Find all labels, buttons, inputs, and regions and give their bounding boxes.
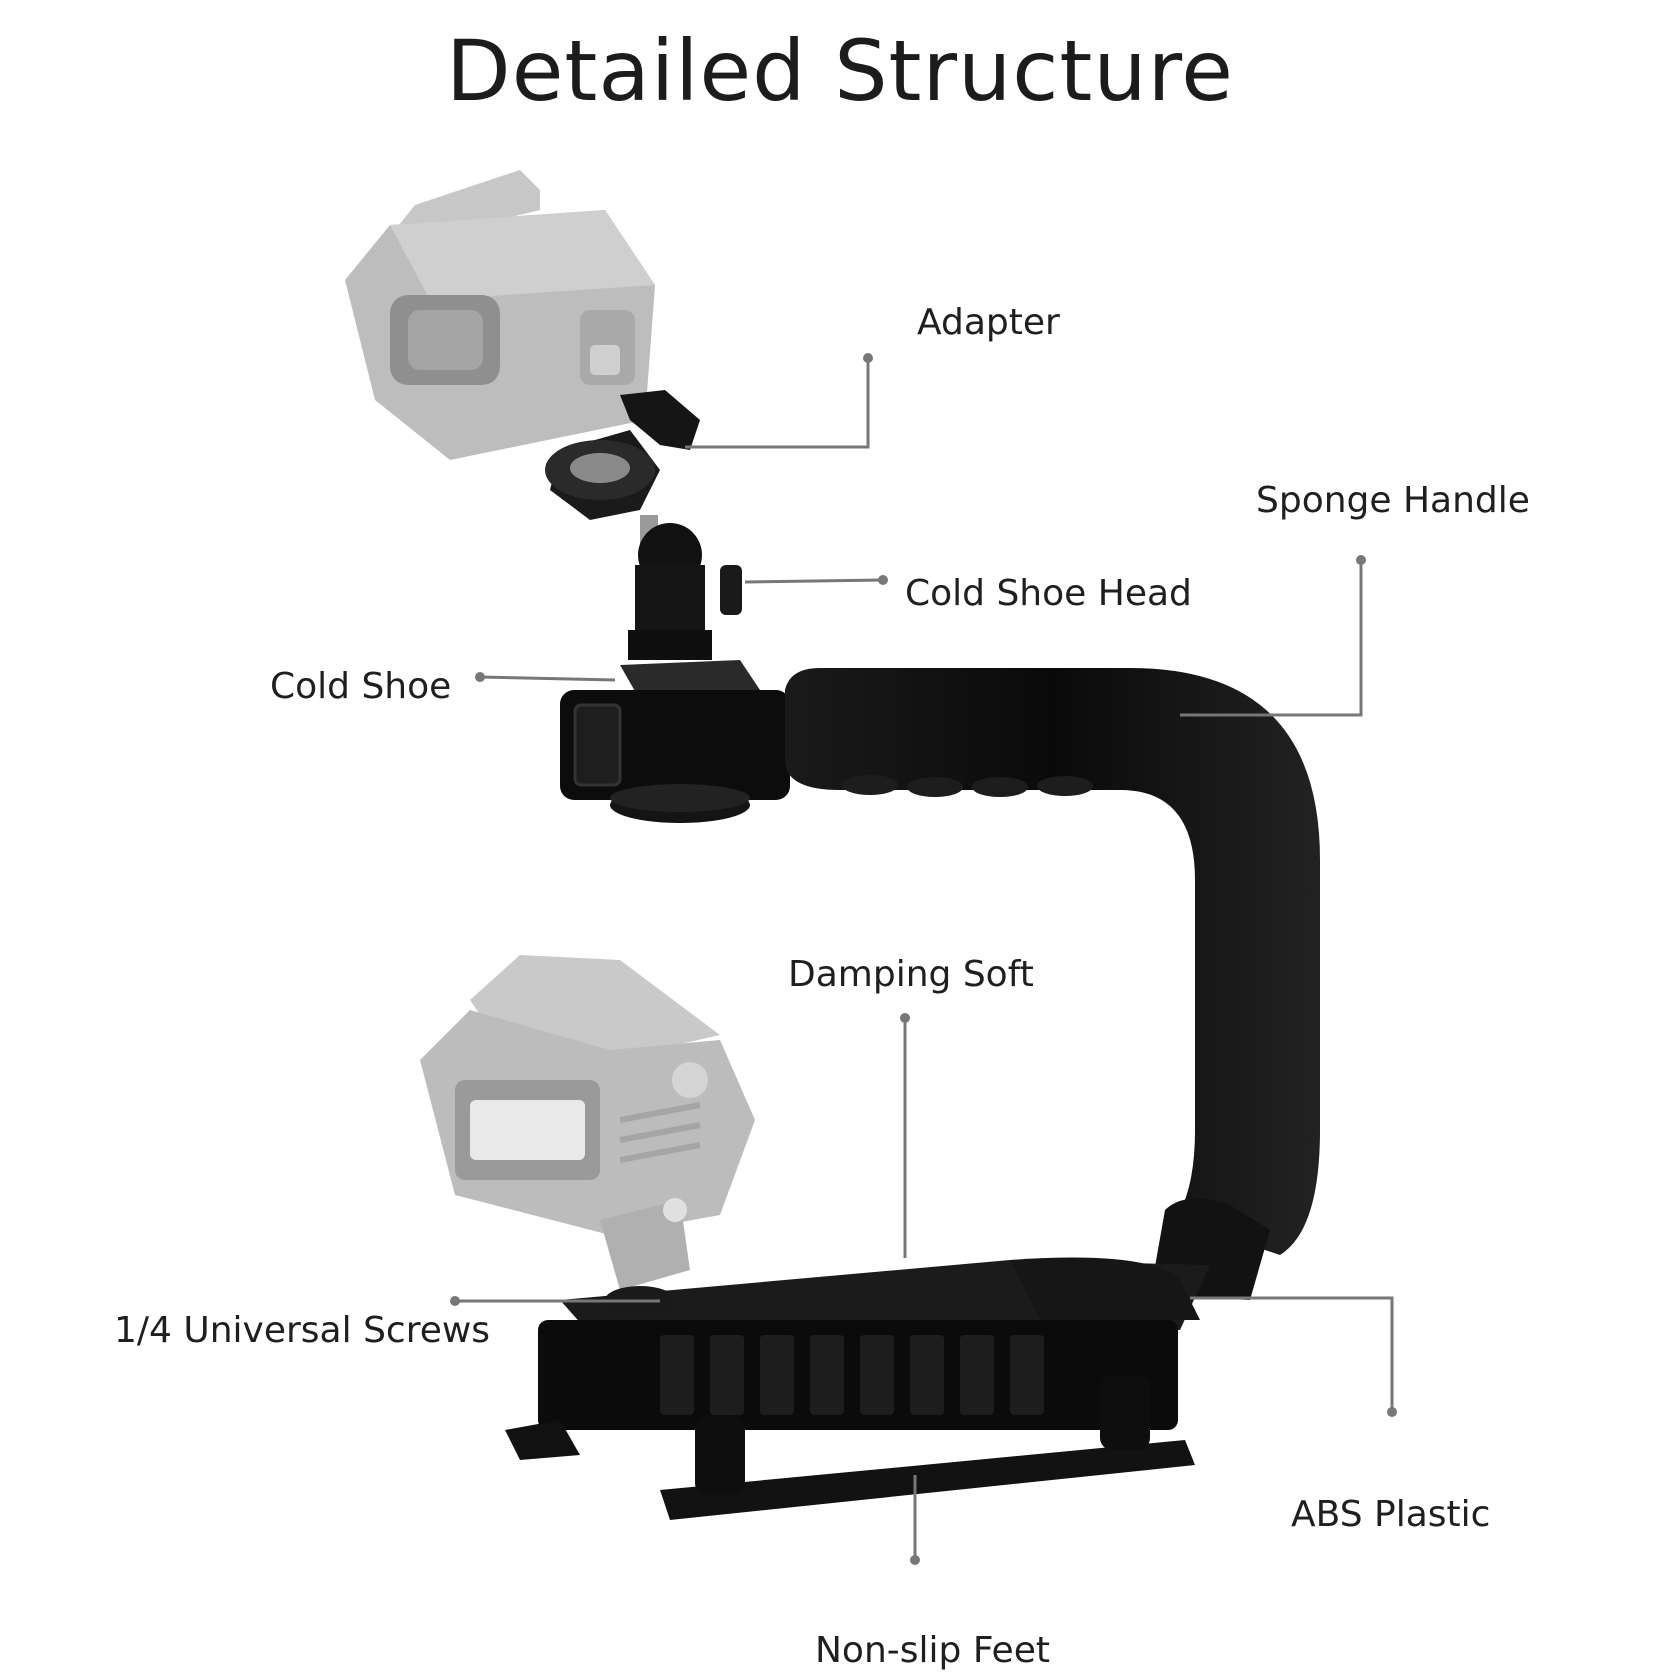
- cold-shoe-head: [628, 523, 742, 660]
- label-cold-shoe: Cold Shoe: [270, 666, 452, 707]
- label-abs-plastic: ABS Plastic: [1291, 1494, 1491, 1535]
- non-slip-feet: [660, 1375, 1195, 1520]
- page-title: Detailed Structure: [446, 22, 1234, 120]
- cold-shoe-head-leader: [744, 578, 884, 584]
- led-light-illustration: [420, 955, 755, 1290]
- adapter-leader: [685, 358, 870, 449]
- cold-shoe-leader: [479, 675, 616, 682]
- label-damping-soft: Damping Soft: [788, 954, 1034, 995]
- label-cold-shoe-head: Cold Shoe Head: [905, 573, 1192, 614]
- label-universal-screws: 1/4 Universal Screws: [114, 1310, 491, 1351]
- leader-dots: [450, 353, 1397, 1565]
- abs-plastic-leader: [1190, 1296, 1394, 1412]
- label-sponge-handle: Sponge Handle: [1256, 480, 1530, 521]
- handle-finger-grooves: [842, 775, 1093, 797]
- label-adapter: Adapter: [917, 302, 1060, 343]
- sponge-handle: [785, 668, 1320, 1255]
- cold-shoe-clamp: [560, 660, 790, 823]
- label-non-slip-feet: Non-slip Feet: [815, 1630, 1050, 1671]
- sponge-handle-leader: [1180, 560, 1363, 717]
- action-camera-illustration: [345, 170, 655, 460]
- base-platform: [505, 1257, 1210, 1460]
- leader-lines: [455, 358, 1394, 1560]
